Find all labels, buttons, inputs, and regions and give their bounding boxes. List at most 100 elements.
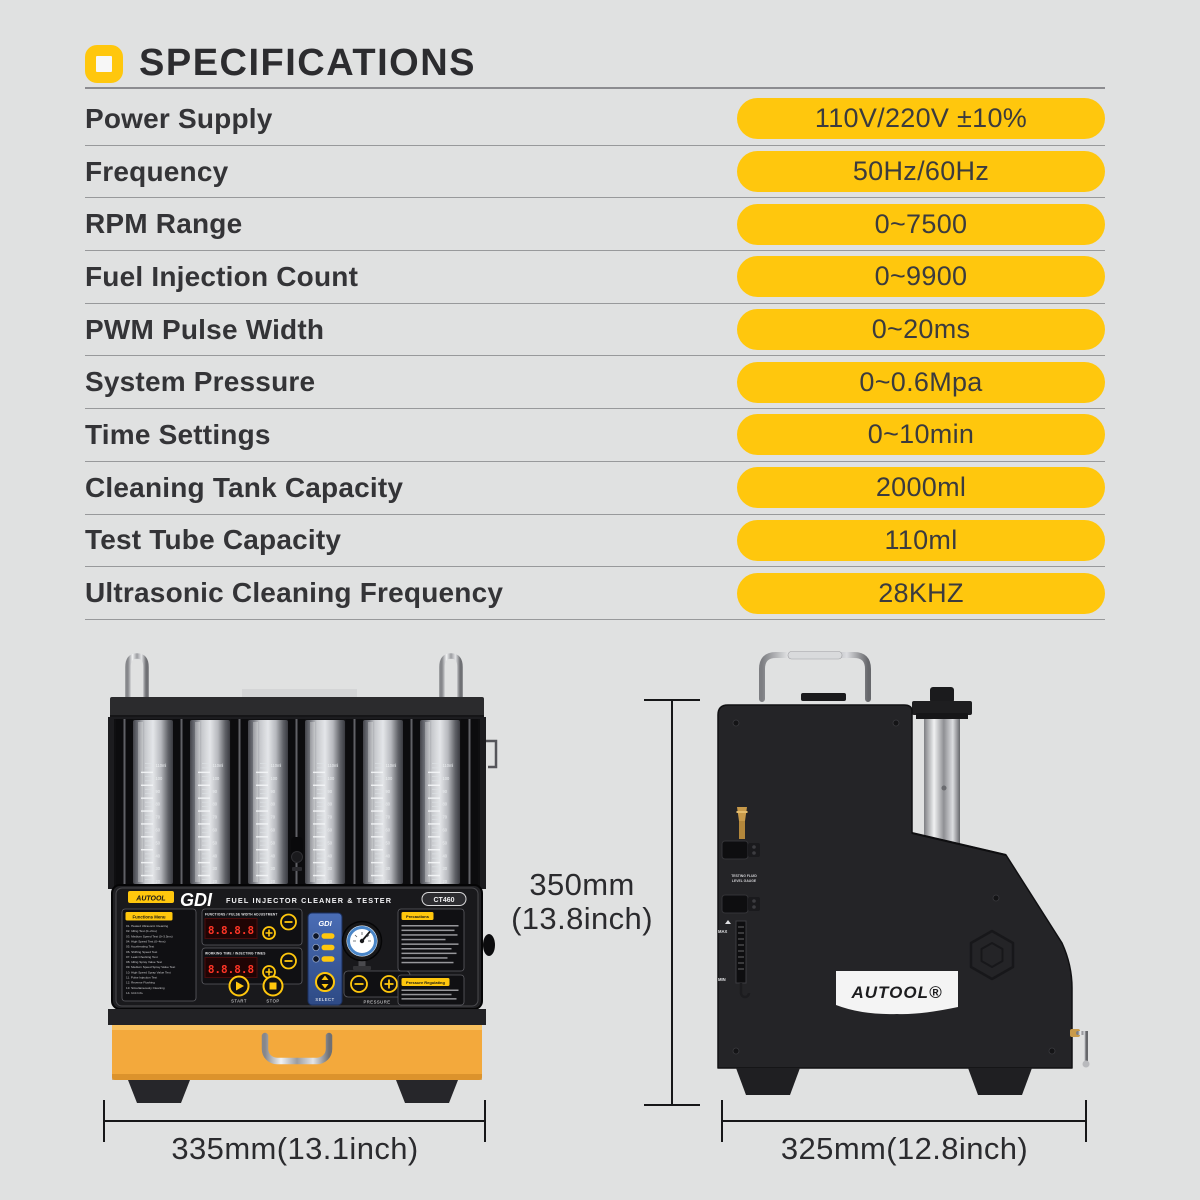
spec-label: Fuel Injection Count [85,260,359,292]
side-knob [483,934,495,956]
side-brand-text: AUTOOL® [851,983,943,1002]
drain-crank [1070,1029,1090,1068]
pressure-regulating-text-lines [401,989,459,1000]
dimension-front-line [103,1120,486,1122]
spec-label: Cleaning Tank Capacity [85,471,404,503]
spec-row: RPM Range 0~7500 [85,198,1105,252]
side-feet [736,1068,1032,1095]
functions-menu-item: 13. Simultaneously Cleaning [126,986,165,990]
spec-value-pill: 0~10min [737,414,1105,456]
hose-clamp-lower [721,894,760,914]
pressure-adjust-box: PRESSURE [343,970,411,1005]
spec-row: Time Settings 0~10min [85,409,1105,462]
fluid-level-gauge: MAX MIN [718,920,751,999]
pressure-label: PRESSURE [363,1000,390,1005]
spec-value: 0~20ms [871,314,971,345]
up-down-arrows-icon [321,975,329,989]
pulse-width-display-box: FUNCTIONS / PULSE WIDTH ADJUSTMENT 8.8.8… [201,908,303,946]
spec-value-pill: 110V/220V ±10% [737,98,1105,140]
play-icon [236,981,244,991]
model-badge-text: CT460 [433,897,454,904]
functions-menu-item: 03. Medium Speed Test (0~3.5ms) [126,934,173,938]
spec-value-pill: 0~0.6Mpa [737,361,1105,403]
dimension-front-width-label: 335mm(13.1inch) [171,1131,419,1166]
dimension-front-cap-right [484,1100,486,1142]
front-brand-text: AUTOOL [135,896,165,903]
spec-value: 0~0.6Mpa [859,366,983,397]
top-latch [801,693,846,701]
display1-digits: 8.8.8.8 [208,924,254,937]
hexagon-emblem [969,929,1015,981]
spec-value: 0~7500 [874,208,968,239]
spec-label: Ultrasonic Cleaning Frequency [85,577,504,609]
gauge-ticks [353,932,371,942]
side-body [717,704,1073,1069]
spec-label: Time Settings [85,418,271,450]
spec-row: Frequency 50Hz/60Hz [85,146,1105,199]
series-text: GDI [180,890,213,910]
spec-row: Ultrasonic Cleaning Frequency 28KHZ [85,567,1105,620]
dimension-height-line [671,699,673,1106]
display1-title: FUNCTIONS / PULSE WIDTH ADJUSTMENT [205,913,278,917]
functions-menu-box: Functions Menu 01. Heated Ultrasonic Cle… [121,908,197,1002]
spec-value-pill: 110ml [737,519,1105,561]
start-button: START [228,975,250,1004]
dimension-height-value: 350mm [529,867,635,902]
spec-value-pill: 0~7500 [737,203,1105,245]
spec-row: Test Tube Capacity 110ml [85,515,1105,568]
working-time-display-box: WORKING TIME / INJECTING TIMES 8.8.8.8 [201,947,303,985]
spec-label: PWM Pulse Width [85,313,325,345]
functions-menu-item: 12. Reverse Flushing [126,981,155,985]
spec-table: Power Supply 110V/220V ±10% Frequency 50… [85,93,1105,620]
pressure-regulating-title: Pressure Regulating [406,980,445,985]
stop-icon [269,982,277,990]
functions-menu-item: 04. High Speed Test (0~4ms) [126,939,166,943]
level-gauge-label-line1: TESTING FLUID [731,874,757,878]
functions-menu-item: 07. Leak Checking Test [126,955,158,959]
center-injector-knob [291,837,303,871]
fluid-nozzle [736,807,748,839]
functions-menu-item: 14. Unit Info. [126,991,143,995]
functions-menu-item: 06. Shifting Speed Test [126,950,157,954]
spec-value: 2000ml [875,472,967,503]
front-feet [128,1080,458,1103]
spec-label: Frequency [85,155,229,187]
dipstick-hook [739,983,751,999]
functions-menu-item: 11. Pulse Injection Test [126,976,157,980]
drawer-handle [261,1032,333,1065]
select-panel-title: GDI [318,919,332,928]
spec-value-pill: 2000ml [737,467,1105,509]
dimension-height-inch: (13.8inch) [511,901,653,936]
spec-label: Test Tube Capacity [85,524,342,556]
start-label: START [231,999,247,1004]
pressure-gauge [341,920,383,970]
side-machine-illustration: TESTING FLUID LEVEL GAUGE MAX MIN [717,651,1090,1095]
dimension-height-label: 350mm (13.8inch) [497,868,667,936]
functions-menu-item: 01. Heated Ultrasonic Cleaning [126,924,168,928]
header: SPECIFICATIONS [85,42,476,85]
spec-label: System Pressure [85,366,316,398]
side-carry-handle [759,651,871,702]
spec-row: System Pressure 0~0.6Mpa [85,356,1105,410]
pressure-regulating-box: Pressure Regulating [397,974,465,1006]
spec-label: Power Supply [85,102,273,134]
level-gauge-label-line2: LEVEL GAUGE [732,879,757,883]
front-machine-illustration: 110ml1009080706050403020 [108,653,498,1103]
base-strip [108,1009,486,1025]
max-label: MAX [718,929,728,934]
stop-label: STOP [266,999,279,1004]
functions-menu-title: Functions Menu [133,915,166,920]
spec-value-pill: 0~20ms [737,309,1105,351]
functions-menu-item: 05. Accelerating Test [126,945,154,949]
spec-value: 110ml [884,524,958,555]
display2-digits: 8.8.8.8 [208,963,254,976]
dimension-side-width-label: 325mm(12.8inch) [780,1131,1029,1166]
gdi-select-panel: GDI SELECT [307,912,343,1006]
spec-value-pill: 0~9900 [737,256,1105,298]
top-bar [110,697,484,717]
functions-menu-item: 08. Idling Spray Value Test [126,960,162,964]
dimension-side-cap-right [1085,1100,1087,1142]
header-divider [85,87,1105,89]
body-screws [732,719,1056,1055]
side-bracket [486,739,498,769]
